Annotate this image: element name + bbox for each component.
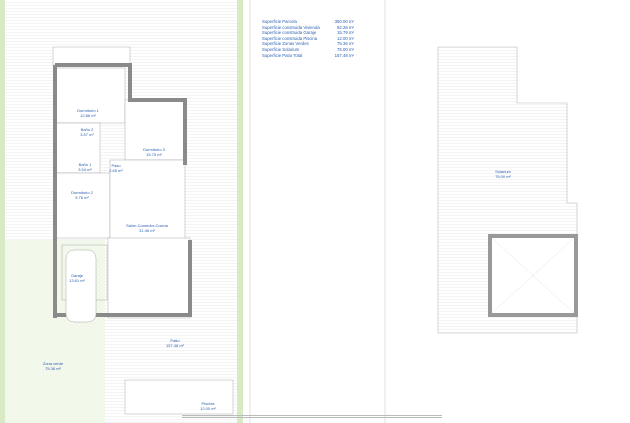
plot-ground-floor	[0, 0, 386, 423]
pool	[124, 379, 234, 415]
stairs	[52, 46, 131, 66]
disclaimer-footer	[182, 413, 442, 421]
hedge-right	[237, 0, 243, 423]
hedge-left	[0, 0, 5, 423]
upper-floor	[437, 46, 578, 334]
car-icon	[65, 249, 97, 323]
